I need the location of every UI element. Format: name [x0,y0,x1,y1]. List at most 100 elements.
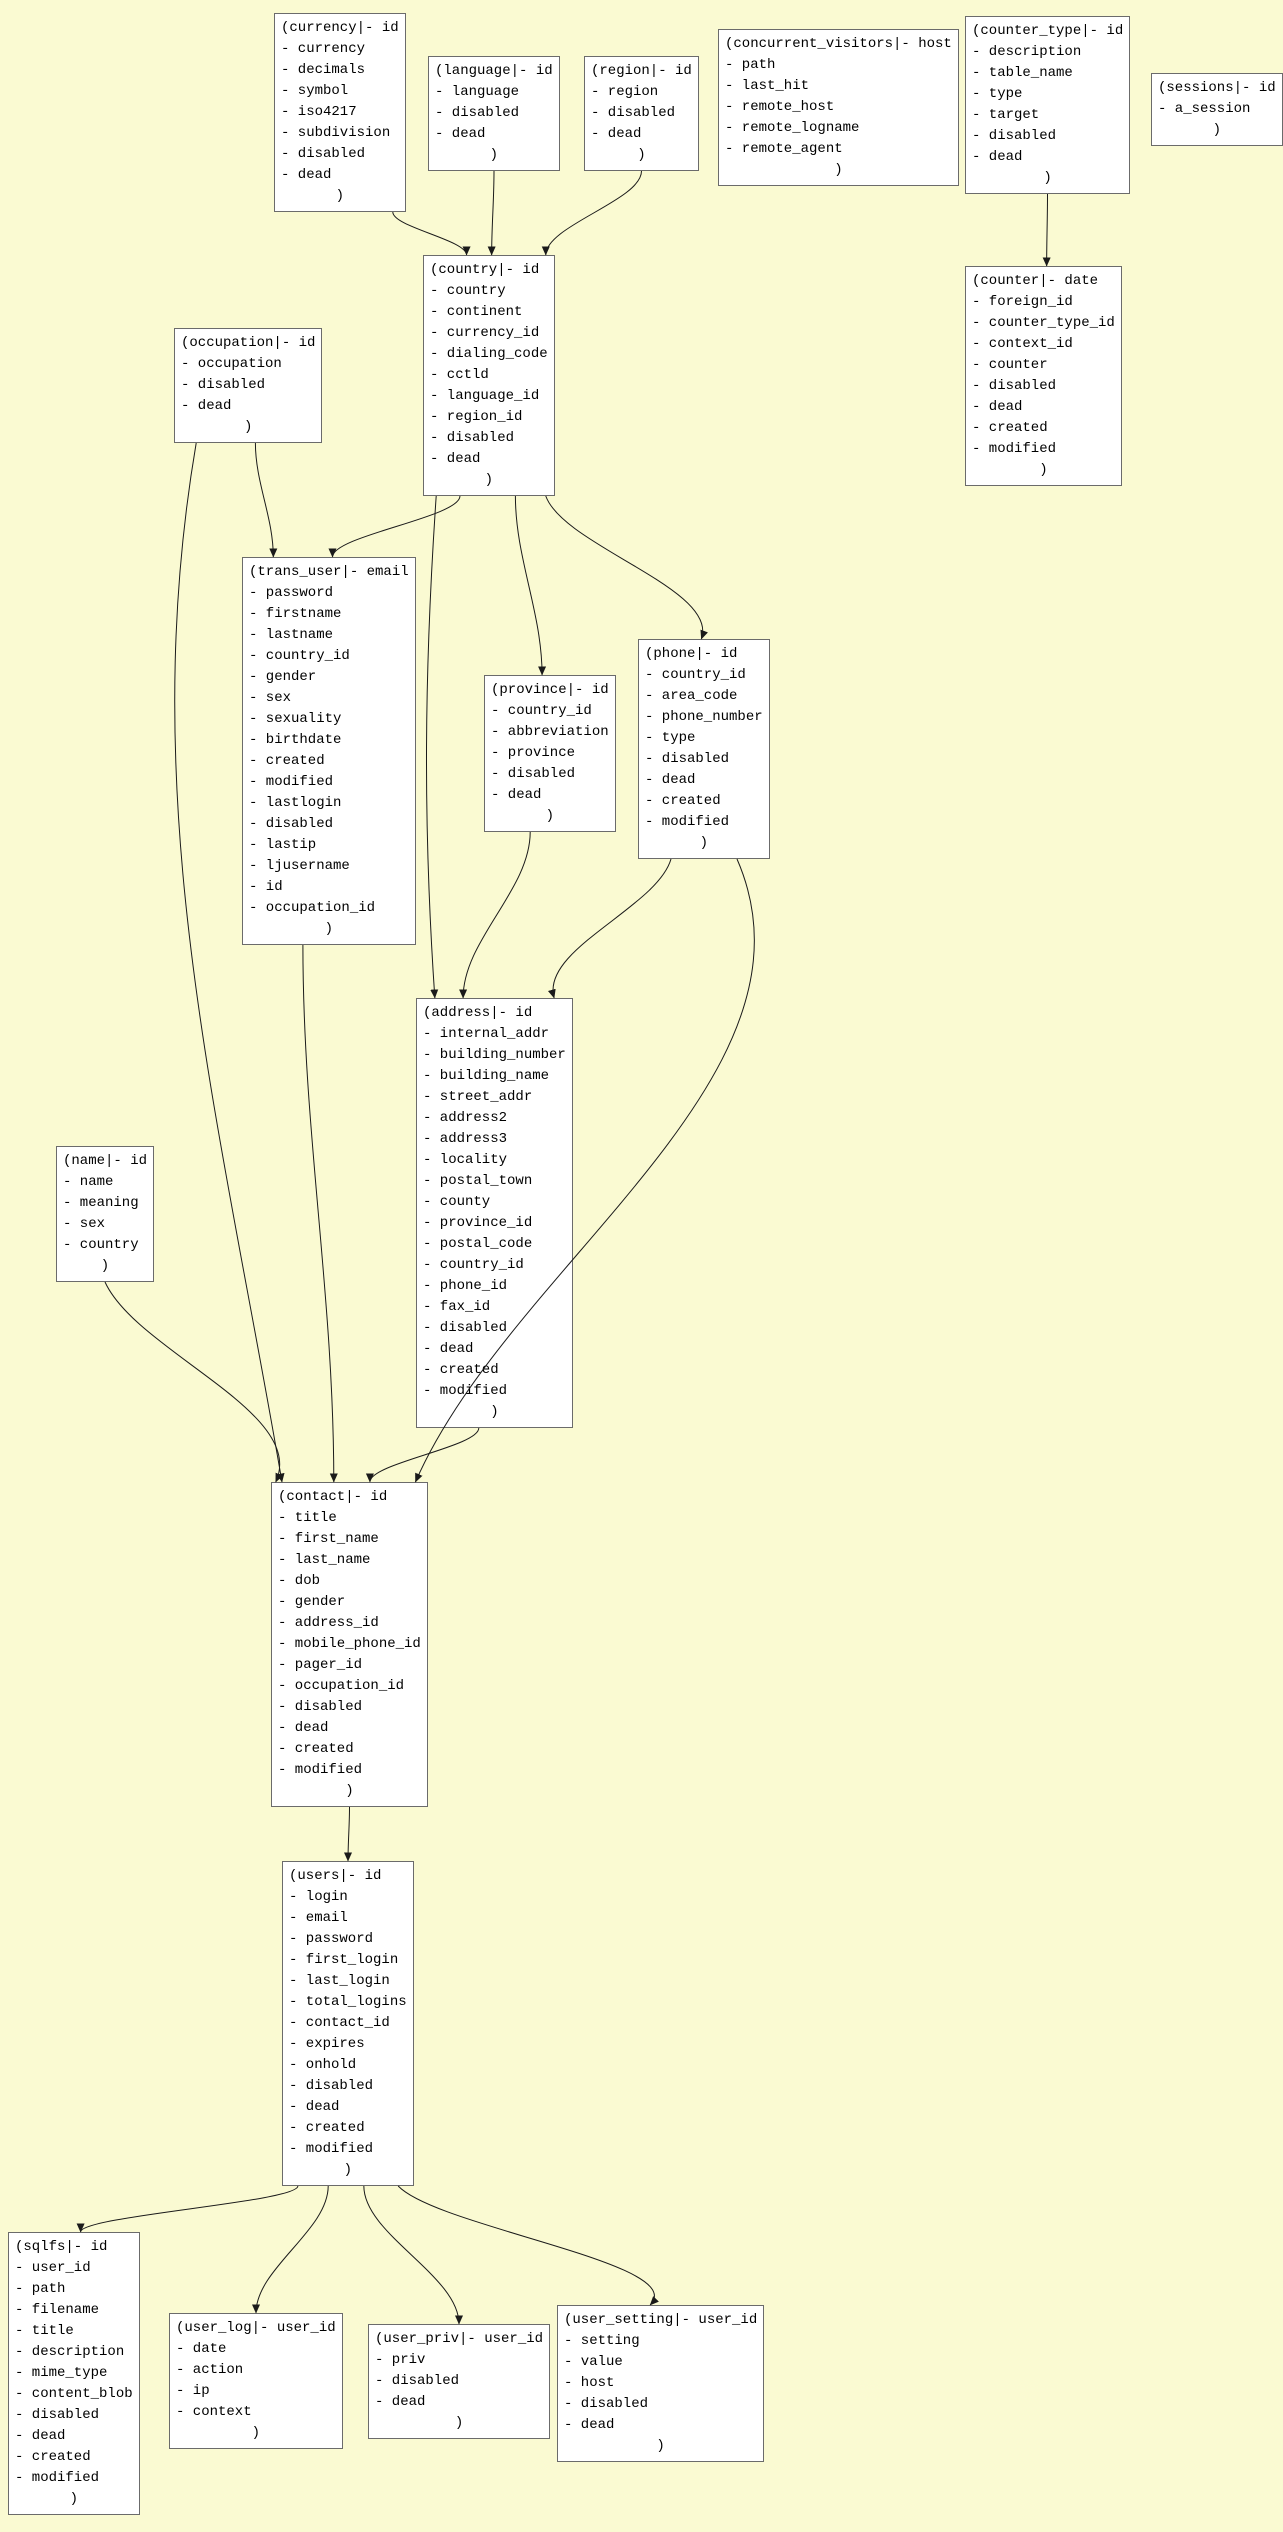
table-field: - content_blob [15,2386,133,2402]
table-field: - created [289,2120,365,2136]
table-field: - pager_id [278,1657,363,1673]
table-field: - dob [278,1573,321,1589]
table-field: - occupation_id [278,1678,405,1694]
table-field: - disabled [972,128,1057,144]
table-field: - path [725,57,776,73]
table-field: - last_login [289,1973,390,1989]
table-field: - currency_id [430,325,540,341]
table-field: - dead [972,399,1023,415]
table-header: (counter_type|- id [972,23,1124,39]
table-field: - country_id [249,648,350,664]
table-field: - subdivision [281,125,391,141]
table-users: (users|- id- login- email- password- fir… [282,1861,414,2186]
table-field: - fax_id [423,1299,491,1315]
table-field: - context_id [972,336,1073,352]
table-header: (counter|- date [972,273,1099,289]
table-field: - filename [15,2302,100,2318]
table-footer: ) [656,2438,665,2454]
table-field: - disabled [375,2373,460,2389]
table-field: - onhold [289,2057,357,2073]
table-user_log: (user_log|- user_id- date- action- ip- c… [169,2313,343,2449]
edge-country-phone [545,495,708,640]
edge-province-address [459,831,531,999]
table-field: - province [491,745,576,761]
table-header: (address|- id [423,1005,533,1021]
table-header: (sessions|- id [1158,80,1276,96]
table-field: - street_addr [423,1089,533,1105]
table-field: - disabled [645,751,730,767]
edge-contact-users [344,1806,353,1862]
table-field: - table_name [972,65,1073,81]
table-field: - date [176,2341,227,2357]
table-field: - phone_number [645,709,763,725]
table-field: - decimals [281,62,366,78]
edge-language-country [487,170,496,256]
table-field: - a_session [1158,101,1251,117]
table-field: - host [564,2375,615,2391]
table-footer: ) [489,147,499,163]
table-field: - continent [430,304,523,320]
table-header: (user_priv|- user_id [375,2331,544,2347]
table-field: - created [15,2449,91,2465]
table-field: - region_id [430,409,523,425]
table-field: - mime_type [15,2365,108,2381]
table-header: (user_log|- user_id [176,2320,336,2336]
table-field: - disabled [278,1699,363,1715]
table-header: (trans_user|- email [249,564,409,580]
table-province: (province|- id- country_id- abbreviation… [484,675,616,832]
edge-users-user_priv [363,2185,463,2325]
table-field: - dead [15,2428,66,2444]
table-concurrent_visitors: (concurrent_visitors|- host- path- last_… [718,29,959,186]
table-field: - building_name [423,1068,550,1084]
table-field: - sex [63,1216,106,1232]
table-footer: ) [545,808,555,824]
table-field: - email [289,1910,348,1926]
table-field: - modified [278,1762,363,1778]
table-field: - dialing_code [430,346,548,362]
table-footer: ) [244,419,253,435]
table-field: - locality [423,1152,508,1168]
table-field: - counter [972,357,1048,373]
table-field: - disabled [430,430,515,446]
table-field: - first_login [289,1952,399,1968]
table-field: - sex [249,690,292,706]
table-field: - dead [278,1720,329,1736]
table-field: - dead [423,1341,474,1357]
table-field: - country_id [423,1257,524,1273]
table-field: - modified [249,774,334,790]
table-header: (country|- id [430,262,540,278]
table-field: - dead [181,398,232,414]
table-field: - login [289,1889,348,1905]
edge-country-address [425,495,439,999]
table-sqlfs: (sqlfs|- id- user_id- path- filename- ti… [8,2232,140,2515]
table-country: (country|- id- country- continent- curre… [423,255,555,496]
table-field: - action [176,2362,244,2378]
edge-occupation-trans_user [254,442,278,558]
table-field: - title [278,1510,337,1526]
table-field: - priv [375,2352,426,2368]
table-occupation: (occupation|- id- occupation- disabled- … [174,328,323,443]
table-footer: ) [335,188,345,204]
table-region: (region|- id- region- disabled- dead) [584,56,699,171]
table-field: - dead [564,2417,615,2433]
table-field: - remote_agent [725,141,843,157]
table-footer: ) [454,2415,464,2431]
edge-users-user_log [252,2185,329,2314]
table-field: - postal_town [423,1173,533,1189]
table-field: - lastname [249,627,334,643]
edge-country-province [514,495,547,676]
table-field: - meaning [63,1195,139,1211]
table-field: - title [15,2323,74,2339]
table-field: - created [278,1741,354,1757]
table-header: (name|- id [63,1153,148,1169]
table-field: - gender [249,669,317,685]
table-field: - created [249,753,325,769]
table-field: - disabled [181,377,266,393]
table-field: - symbol [281,83,349,99]
table-field: - disabled [15,2407,100,2423]
table-footer: ) [484,472,494,488]
table-footer: ) [1039,462,1048,478]
table-field: - disabled [972,378,1057,394]
table-field: - last_hit [725,78,810,94]
